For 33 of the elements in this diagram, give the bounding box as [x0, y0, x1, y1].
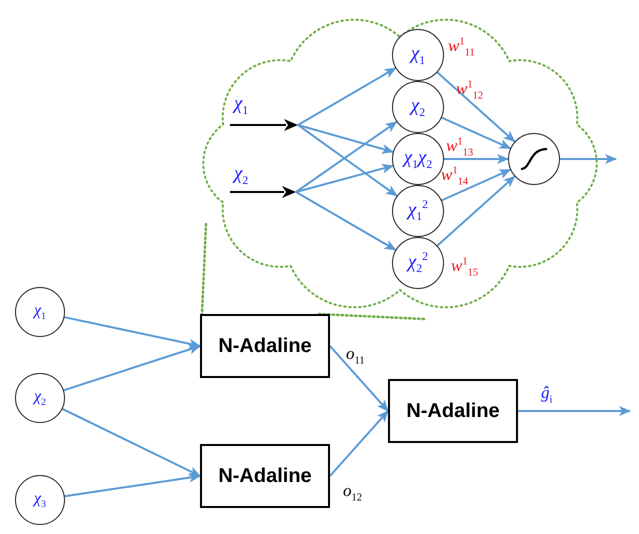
dotted-connector	[200, 222, 208, 316]
dotted-connector	[316, 312, 426, 320]
adaline-box: N-Adaline	[200, 314, 330, 378]
adaline-box: N-Adaline	[200, 444, 330, 508]
adaline-box: N-Adaline	[388, 379, 518, 443]
arrow	[62, 408, 201, 477]
arrow	[436, 176, 516, 246]
arrow	[441, 168, 512, 202]
arrow	[329, 410, 389, 477]
neuron-circle: χ$_{1}$	[392, 29, 444, 81]
arrow	[298, 124, 394, 154]
arrow	[298, 67, 396, 126]
arrow	[444, 154, 509, 164]
edge-label: ĝ$_{i}$	[541, 383, 552, 406]
arrow	[329, 345, 389, 412]
arrow	[63, 344, 201, 392]
input-label: χ$_{2}$	[234, 163, 248, 188]
neuron-circle: χ$_{2}$	[392, 81, 444, 133]
sigmoid-neuron	[508, 133, 560, 185]
input-circle: χ$_{2}$	[15, 373, 65, 423]
arrow	[560, 154, 617, 164]
arrow	[518, 406, 631, 416]
arrow	[441, 116, 512, 150]
arrow	[296, 191, 396, 251]
input-circle: χ$_{3}$	[15, 475, 65, 525]
arrow	[436, 72, 516, 142]
arrow	[64, 472, 201, 498]
input-label: χ$_{1}$	[234, 93, 248, 118]
edge-label: o$_{12}$	[343, 481, 362, 504]
input-circle: χ$_{1}$	[15, 287, 65, 337]
arrow	[296, 164, 394, 193]
edge-label: o$_{11}$	[346, 344, 365, 366]
arrow	[64, 316, 201, 349]
